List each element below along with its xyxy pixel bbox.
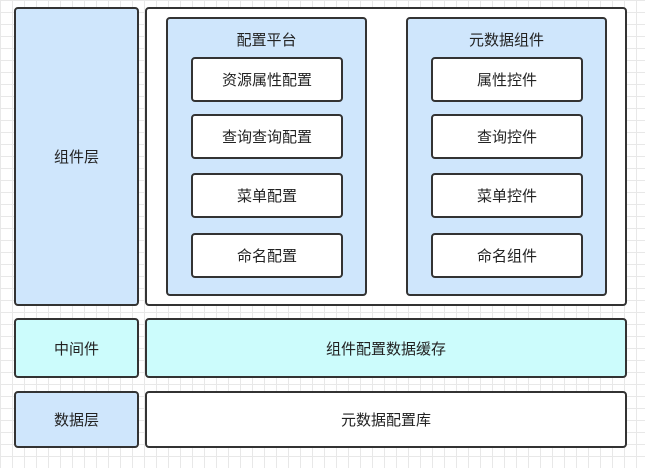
data-layer-text: 数据层 [53,411,99,429]
middleware-cache-text: 组件配置数据缓存 [325,339,446,358]
metadata-item-naming-component: 命名组件 [431,233,583,278]
metadata-item-menu-control: 菜单控件 [431,173,583,218]
config-item-resource-attribute: 资源属性配置 [191,57,343,102]
metadata-components-title: 元数据组件 [468,31,544,49]
middleware-layer-label: 中间件 [14,318,139,378]
config-item-menu: 菜单配置 [191,173,343,218]
metadata-item-query-control: 查询控件 [431,114,583,159]
component-layer-text: 组件层 [53,148,99,166]
middleware-cache-box: 组件配置数据缓存 [145,318,627,378]
middleware-layer-text: 中间件 [53,339,99,358]
metadata-item-attribute-control: 属性控件 [431,57,583,102]
config-item-naming: 命名配置 [191,233,343,278]
component-layer-label: 组件层 [14,7,139,306]
metadata-config-db-text: 元数据配置库 [340,411,431,429]
config-platform-title: 配置平台 [236,31,297,49]
metadata-config-db-box: 元数据配置库 [145,391,627,448]
data-layer-label: 数据层 [14,391,139,448]
config-item-query: 查询查询配置 [191,114,343,159]
